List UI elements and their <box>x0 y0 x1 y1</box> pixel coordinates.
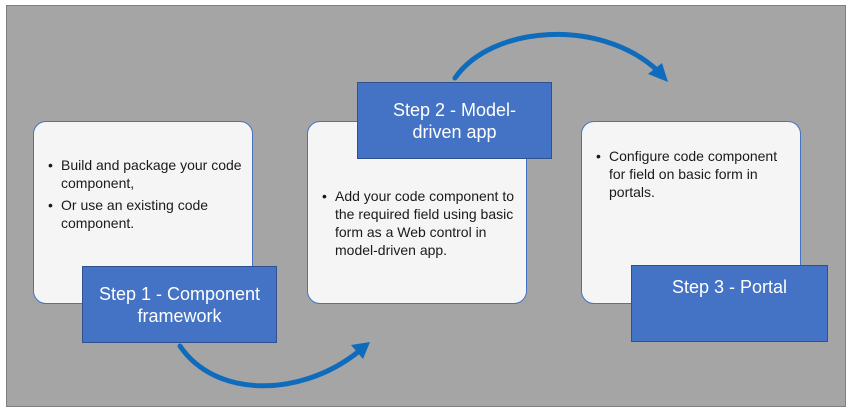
step-2-bullet-1: Add your code component to the required … <box>322 187 514 259</box>
arrow-2-curve <box>452 32 660 81</box>
arrow-1-curve <box>177 343 361 389</box>
step-1-bullet-1: Build and package your code component, <box>48 156 244 192</box>
arrow-2-head <box>648 63 668 82</box>
step-2-title: Step 2 - Model-driven app <box>392 99 517 142</box>
step-3-bullets: Configure code component for field on ba… <box>596 147 786 205</box>
step-3-label: Step 3 - Portal <box>631 265 828 342</box>
step-1-bullet-2: Or use an existing code component. <box>48 196 244 232</box>
step-2-bullets: Add your code component to the required … <box>322 187 514 263</box>
step-3-title: Step 3 - Portal <box>671 277 788 297</box>
step-1-label: Step 1 - Component framework <box>82 266 277 343</box>
arrow-1-head <box>351 342 370 359</box>
step-2-label: Step 2 - Model-driven app <box>357 82 552 159</box>
step-1-title: Step 1 - Component framework <box>98 283 261 326</box>
step-1-bullets: Build and package your code component, O… <box>48 156 244 236</box>
step-3-bullet-1: Configure code component for field on ba… <box>596 147 786 201</box>
